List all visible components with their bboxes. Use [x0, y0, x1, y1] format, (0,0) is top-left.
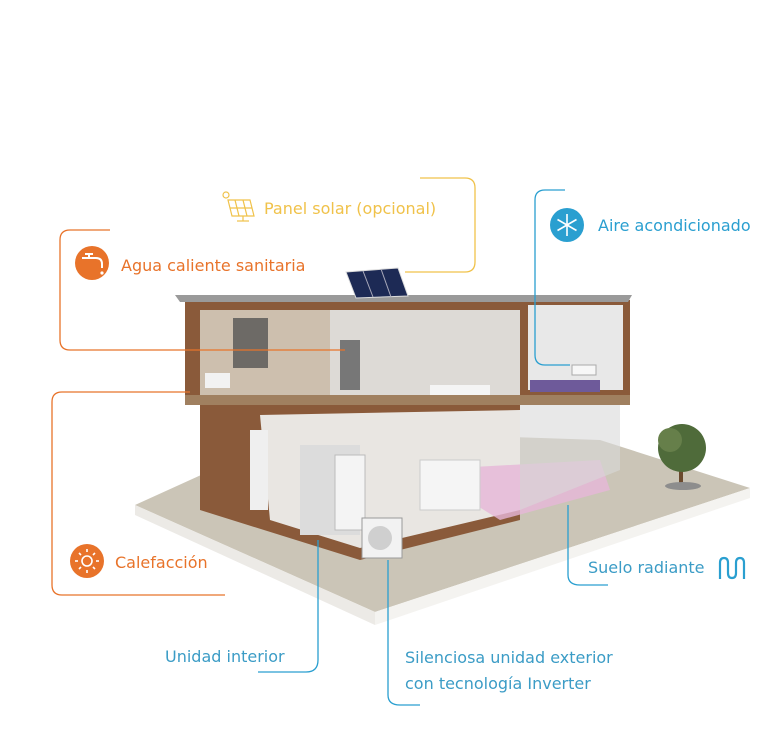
snowflake-icon [550, 208, 584, 242]
suelo-label: Suelo radiante [588, 558, 705, 577]
unidad-interior-connector [258, 540, 319, 673]
agua-connector [59, 229, 345, 351]
unidad-interior-label: Unidad interior [165, 647, 285, 666]
faucet-icon [75, 246, 109, 280]
calefaccion-label: Calefacción [115, 553, 208, 572]
house-cutaway [175, 267, 632, 560]
aire-connector [534, 189, 570, 366]
aire-label: Aire acondicionado [598, 216, 751, 235]
solar-panel-icon [222, 191, 255, 222]
exterior-label-line2: con tecnología Inverter [405, 674, 591, 693]
calefaccion-connector [51, 391, 225, 596]
exterior-connector [387, 560, 420, 706]
agua-label: Agua caliente sanitaria [121, 256, 305, 275]
tree [658, 424, 706, 490]
radiant-floor-icon [718, 556, 746, 580]
suelo-connector [567, 505, 608, 586]
sun-icon [70, 544, 104, 578]
exterior-label-line1: Silenciosa unidad exterior [405, 648, 613, 667]
solar-label: Panel solar (opcional) [264, 199, 436, 218]
solar-connector [405, 177, 476, 273]
